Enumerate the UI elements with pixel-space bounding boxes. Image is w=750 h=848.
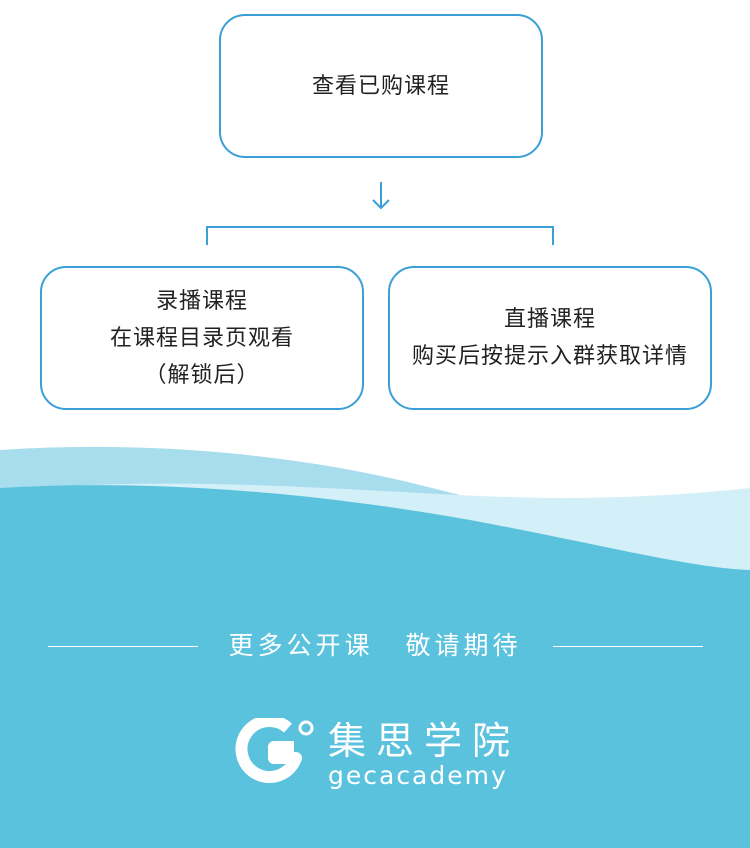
tagline-stay-tuned: 敬请期待 bbox=[405, 631, 522, 660]
tagline-more-courses: 更多公开课 bbox=[228, 631, 374, 660]
recorded-course-line-2: 在课程目录页观看 bbox=[109, 325, 294, 351]
wave-background bbox=[0, 446, 750, 848]
arrow-down-icon bbox=[372, 182, 390, 210]
tagline: 更多公开课 敬请期待 bbox=[200, 628, 550, 664]
gecacademy-logo-icon bbox=[235, 718, 314, 783]
branch-connector bbox=[206, 226, 554, 245]
live-course-line-2: 购买后按提示入群获取详情 bbox=[411, 344, 688, 369]
view-purchased-courses-box: 查看已购课程 bbox=[219, 14, 543, 158]
divider-right bbox=[553, 646, 703, 647]
view-purchased-courses-label: 查看已购课程 bbox=[311, 73, 450, 99]
brand-name-english: gecacademy bbox=[328, 761, 508, 790]
recorded-course-line-3: （解锁后） bbox=[144, 362, 260, 388]
recorded-course-box: 录播课程 在课程目录页观看 （解锁后） bbox=[40, 266, 364, 410]
live-course-title: 直播课程 bbox=[503, 307, 596, 332]
divider-left bbox=[48, 646, 198, 647]
live-course-box: 直播课程 购买后按提示入群获取详情 bbox=[388, 266, 712, 410]
brand-name-chinese: 集思学院 bbox=[328, 719, 521, 763]
recorded-course-title: 录播课程 bbox=[155, 288, 248, 314]
